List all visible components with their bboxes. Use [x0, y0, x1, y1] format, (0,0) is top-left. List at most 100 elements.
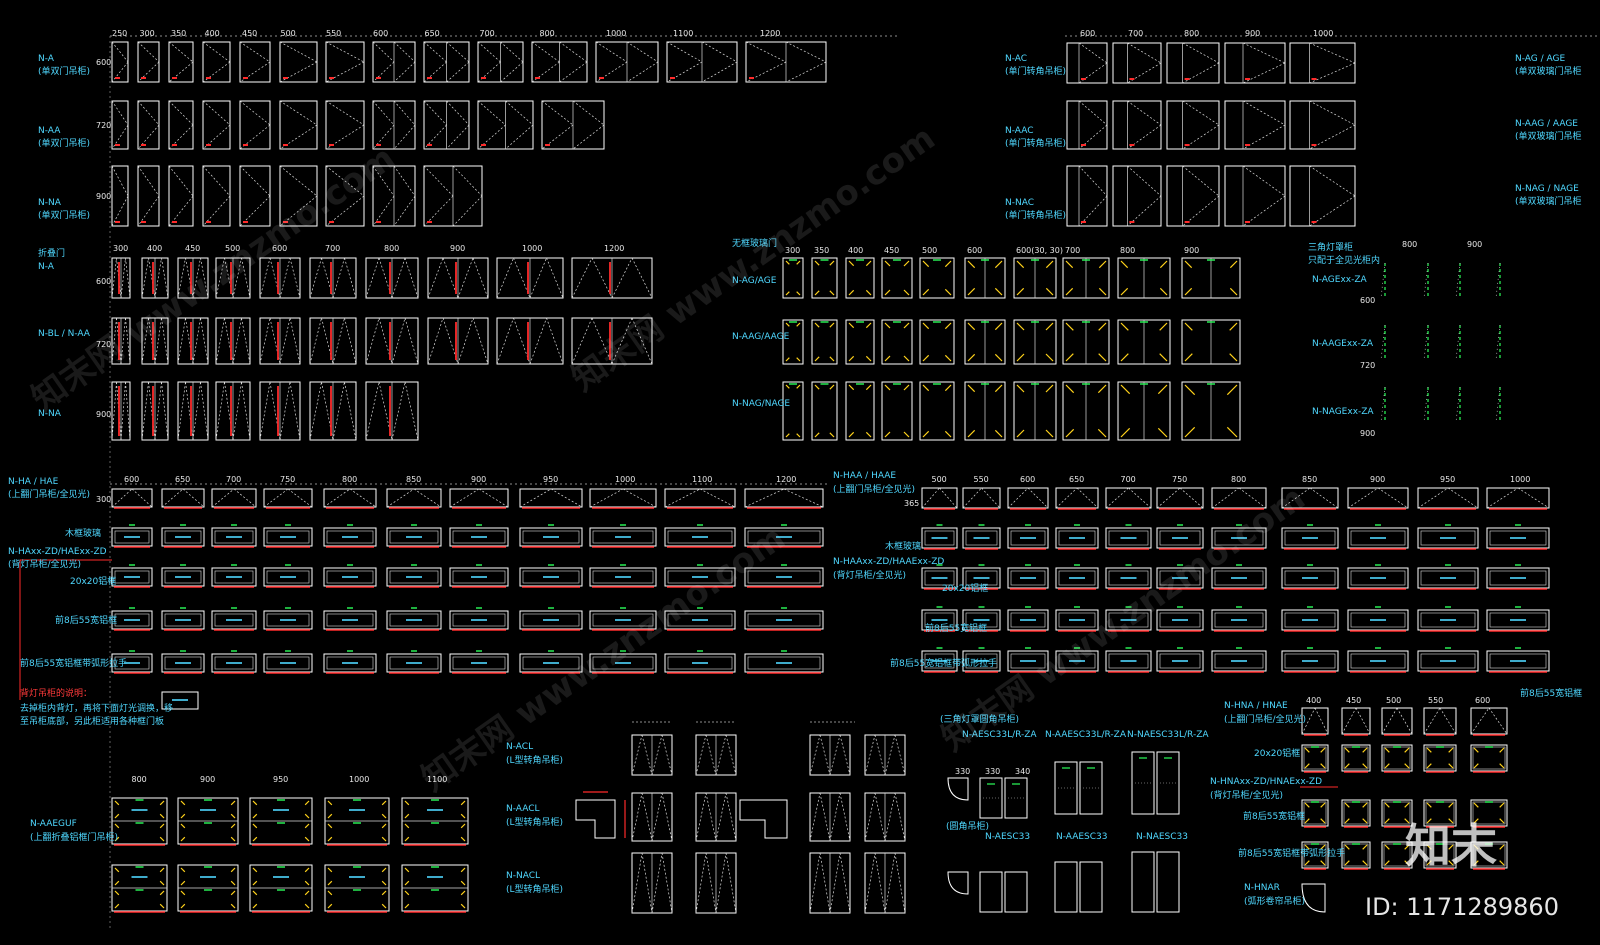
door-swing-line	[289, 257, 301, 299]
glass-hatch	[114, 813, 120, 819]
glass-hatch	[848, 355, 855, 362]
glass-hatch	[1384, 763, 1390, 769]
glass-hatch	[1016, 260, 1025, 269]
door-swing-line	[1242, 42, 1286, 64]
glass-hatch	[159, 800, 165, 806]
glass-hatch	[1473, 763, 1479, 769]
door-swing-line	[423, 100, 447, 126]
flipup-cabinet	[111, 610, 153, 630]
door-swing-line	[1309, 124, 1356, 150]
glass-hatch	[1320, 844, 1326, 850]
flipup-cabinet	[211, 653, 257, 673]
width-dimension: 400	[848, 246, 864, 255]
glass-hatch	[1184, 426, 1196, 438]
door-swing-line	[393, 61, 416, 83]
door-swing-line	[202, 165, 231, 197]
glass-hatch	[252, 903, 258, 909]
row-label: 前8后55宽铝框	[1243, 812, 1306, 822]
door-swing-line	[1439, 707, 1457, 735]
cabinet-code: N-AAG/AAGE	[732, 332, 790, 342]
row-label: 前8后55宽铝框	[1520, 689, 1583, 699]
door-swing-line	[1417, 487, 1449, 509]
glass-hatch	[230, 890, 236, 896]
cabinet-elevation	[202, 100, 231, 150]
glass-panel	[667, 613, 733, 627]
glass-hatch	[1404, 818, 1410, 824]
glass-hatch	[460, 800, 466, 806]
glass-hatch	[865, 384, 872, 391]
door-swing-line	[705, 734, 717, 776]
cabinet-desc: (上翻门吊柜/全见光)	[8, 490, 91, 500]
glass-hatch	[967, 353, 976, 362]
door-swing-line	[725, 792, 737, 842]
glass-hatch	[1065, 353, 1074, 362]
glass-hatch	[327, 890, 333, 896]
door-swing-line	[1281, 487, 1311, 509]
row-label: 前8后55宽铝框	[925, 624, 988, 634]
flipup-cabinet	[1156, 567, 1204, 589]
glass-hatch	[114, 880, 120, 886]
flipup-cabinet	[1417, 567, 1479, 589]
glass-hatch	[814, 432, 820, 438]
door-swing-line	[182, 488, 205, 508]
width-dimension: 700	[479, 29, 495, 38]
glass-hatch	[814, 322, 820, 328]
width-dimension: 300	[785, 246, 801, 255]
section-title: 三角灯罩柜	[1308, 243, 1354, 253]
width-dimension: 300	[139, 29, 155, 38]
door-swing-line	[309, 317, 322, 365]
flipup-cabinet	[1470, 841, 1508, 869]
rounded-cabinet	[1131, 851, 1155, 913]
cabinet-elevation	[137, 165, 160, 227]
door-swing-line	[111, 165, 129, 197]
flipup-cabinet	[211, 527, 257, 547]
glass-hatch	[785, 260, 790, 265]
glass-hatch	[1499, 802, 1505, 808]
door-swing-line	[715, 792, 727, 842]
glass-hatch	[829, 290, 835, 296]
glass-hatch	[1045, 322, 1054, 331]
glass-hatch	[1473, 844, 1479, 850]
width-dimension: 850	[1302, 475, 1318, 484]
glass-hatch	[327, 800, 333, 806]
cabinet-code: N-AESC33	[985, 832, 1031, 842]
cabinet-elevation	[279, 100, 318, 150]
glass-panel	[1425, 746, 1455, 770]
glass-hatch	[1426, 818, 1432, 824]
glass-hatch	[180, 823, 186, 829]
glass-panel	[452, 530, 506, 544]
cabinet-code: N-AAG / AAGE	[1515, 119, 1578, 129]
door-swing-line	[279, 41, 318, 63]
flipup-cabinet	[1055, 487, 1099, 509]
glass-hatch	[404, 836, 410, 842]
flipup-cabinet	[1486, 650, 1550, 672]
door-swing-line	[232, 257, 242, 299]
door-swing-line	[572, 124, 605, 150]
door-swing-line	[874, 734, 886, 776]
width-dimension: 1000	[1510, 475, 1531, 484]
door-swing-line	[472, 317, 489, 365]
glass-hatch	[903, 355, 910, 362]
glass-hatch	[1473, 818, 1479, 824]
door-swing-line	[1309, 487, 1339, 509]
cabinet-code: N-ACL	[506, 742, 534, 752]
glass-hatch	[1016, 429, 1025, 438]
flipup-cabinet	[1156, 527, 1204, 549]
width-dimension: 1000	[606, 29, 627, 38]
glass-hatch	[381, 823, 387, 829]
glass-panel	[1159, 530, 1201, 546]
lamp-shade-line	[1423, 386, 1429, 423]
cabinet-code: N-AA	[38, 126, 61, 136]
glass-hatch	[1120, 353, 1129, 362]
door-swing-line	[715, 852, 727, 914]
door-swing-line	[1309, 42, 1356, 64]
glass-hatch	[785, 322, 790, 327]
glass-hatch	[180, 800, 186, 806]
width-dimension: 550	[1428, 696, 1444, 705]
door-swing-line	[785, 61, 827, 83]
row-label: 20x20铝框	[1254, 749, 1301, 759]
width-dimension: 900	[1245, 29, 1261, 38]
door-swing-line	[177, 381, 186, 441]
glass-hatch	[1226, 384, 1238, 396]
glass-panel	[164, 656, 202, 670]
